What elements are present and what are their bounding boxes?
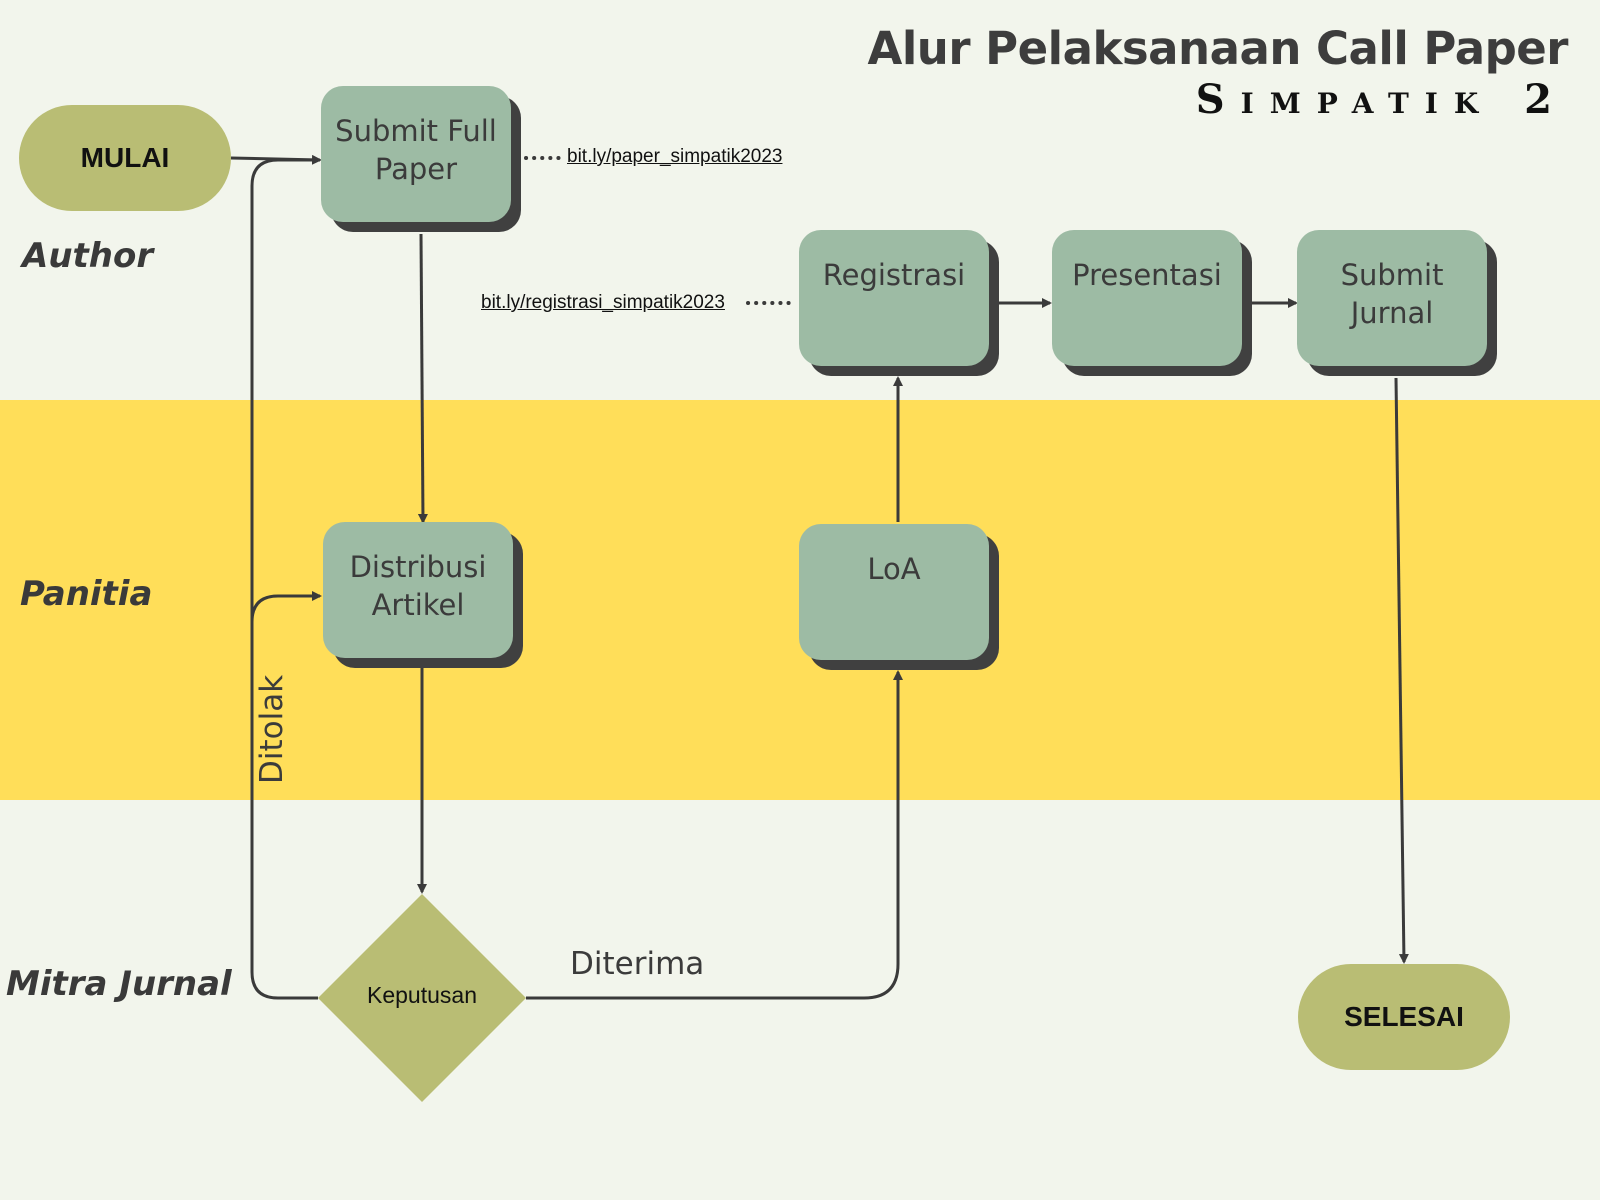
edge-label-diterima: Diterima	[570, 946, 705, 982]
lane-label-panitia: Panitia	[20, 574, 153, 614]
end-terminal: SELESAI	[1298, 964, 1510, 1070]
lane-label-mitra: Mitra Jurnal	[6, 964, 232, 1004]
node-submit-jurnal: Submit Jurnal	[1297, 230, 1487, 366]
start-terminal: MULAI	[19, 105, 231, 211]
node-registrasi: Registrasi	[799, 230, 989, 366]
edge-submitjurnal-selesai	[1394, 377, 1409, 964]
link-paper[interactable]: bit.ly/paper_simpatik2023	[567, 146, 783, 167]
edge-diterima	[526, 670, 903, 1000]
node-presentasi: Presentasi	[1052, 230, 1242, 366]
node-keputusan-label: Keputusan	[367, 982, 477, 1008]
edge-ditolak-loop	[250, 591, 322, 1000]
decision-diamond	[318, 894, 526, 1102]
link-registrasi[interactable]: bit.ly/registrasi_simpatik2023	[481, 292, 725, 313]
edge-label-ditolak: Ditolak	[254, 674, 290, 784]
node-submit-full-paper: Submit Full Paper	[321, 86, 511, 222]
edge-ditolak-to-submit	[250, 158, 320, 622]
edge-submit-distribusi	[417, 233, 428, 524]
diagram-title: Alur Pelaksanaan Call Paper	[867, 22, 1569, 75]
lane-label-author: Author	[22, 236, 154, 276]
node-loa: LoA	[799, 524, 989, 660]
node-distribusi-artikel: Distribusi Artikel	[323, 522, 513, 658]
diagram-subtitle: Simpatik 2	[1195, 76, 1568, 123]
